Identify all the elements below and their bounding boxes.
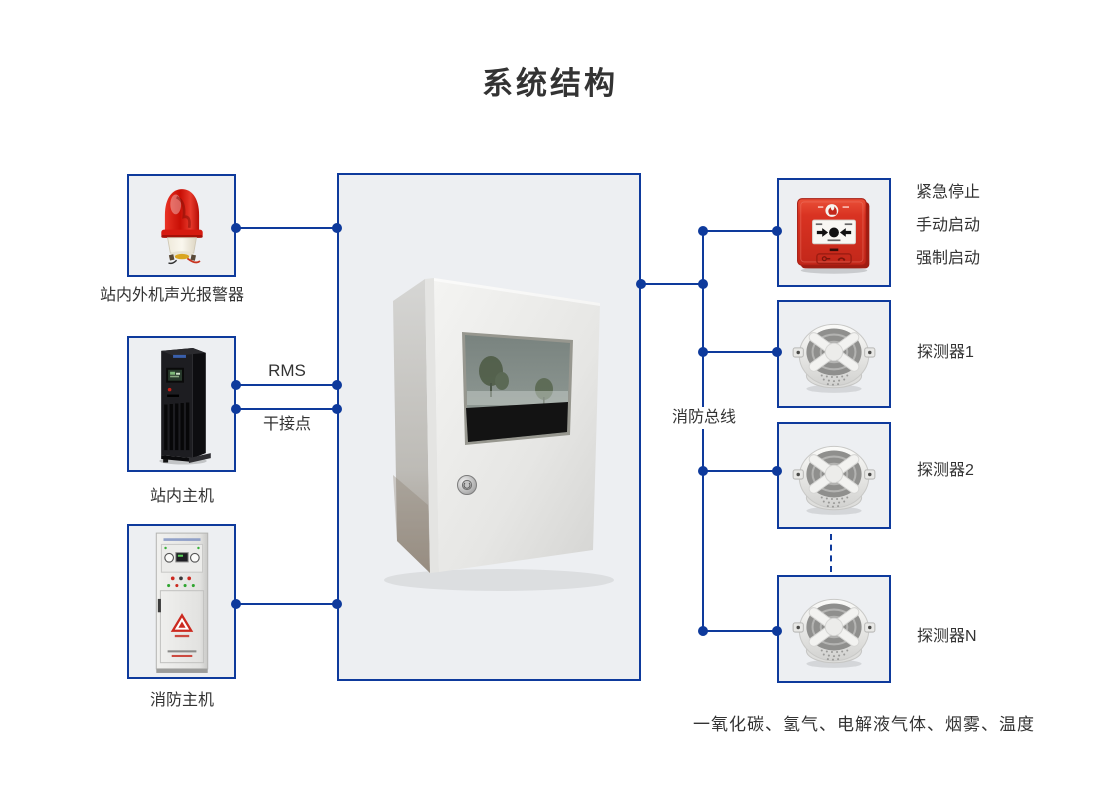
smoke-detector-icon [787,430,881,522]
detector-n-label: 探测器N [917,628,977,645]
page-title: 系统结构 [482,66,618,101]
smoke-detector-icon [787,583,881,675]
connector-dot [332,404,342,414]
alarm-beacon-node [127,174,236,277]
smoke-detector-icon [787,308,881,400]
connector-dot [231,599,241,609]
connector-dot [332,380,342,390]
alarm-beacon-label: 站内外机声光报警器 [99,287,245,304]
connector-dot [772,466,782,476]
connector-dot [636,279,646,289]
connector-rms-line [236,384,337,386]
call-point-label-3: 强制启动 [916,250,981,267]
connector-dot [772,226,782,236]
connector-dry-contact-line [236,408,337,410]
connector-dot [231,223,241,233]
connector-detector-1-line [703,351,777,353]
fire-host-label: 消防主机 [149,692,215,709]
connector-detector-n-line [703,630,777,632]
fire-host-icon [155,532,208,673]
manual-call-point-icon [797,197,870,274]
detector-1-label: 探测器1 [917,344,974,361]
connector-dot [698,626,708,636]
detector-2-node [777,422,891,529]
dry-contact-link-label: 干接点 [262,416,312,433]
detector-1-node [777,300,891,408]
fire-bus-trunk-line [702,230,704,632]
station-host-node [127,336,236,472]
manual-call-point-node [777,178,891,287]
connector-dot [231,404,241,414]
station-host-icon [158,347,211,465]
connector-dot [698,279,708,289]
detector-n-node [777,575,891,683]
connector-dot [231,380,241,390]
control-cabinet-icon [384,278,614,591]
call-point-labels: 紧急停止 手动启动 强制启动 [916,176,980,275]
detector-ellipsis-dashed-line [830,534,832,572]
connector-detector-2-line [703,470,777,472]
fire-host-node [127,524,236,679]
detector-types-footnote: 一氧化碳、氢气、电解液气体、烟雾、温度 [693,715,1035,734]
control-cabinet-node [337,173,641,681]
connector-dot [698,466,708,476]
alarm-beacon-icon [160,188,203,264]
connector-fire-host-line [236,603,337,605]
connector-dot [332,599,342,609]
connector-dot [772,347,782,357]
connector-cabinet-bus-line [641,283,703,285]
connector-alarm-line [236,227,337,229]
call-point-label-1: 紧急停止 [916,184,981,201]
rms-link-label: RMS [268,361,306,380]
detector-2-label: 探测器2 [917,462,974,479]
fire-bus-label: 消防总线 [667,407,741,429]
connector-dot [332,223,342,233]
connector-dot [772,626,782,636]
call-point-label-2: 手动启动 [916,217,981,234]
connector-dot [698,347,708,357]
connector-call-point-line [703,230,777,232]
connector-dot [698,226,708,236]
station-host-label: 站内主机 [149,488,215,505]
